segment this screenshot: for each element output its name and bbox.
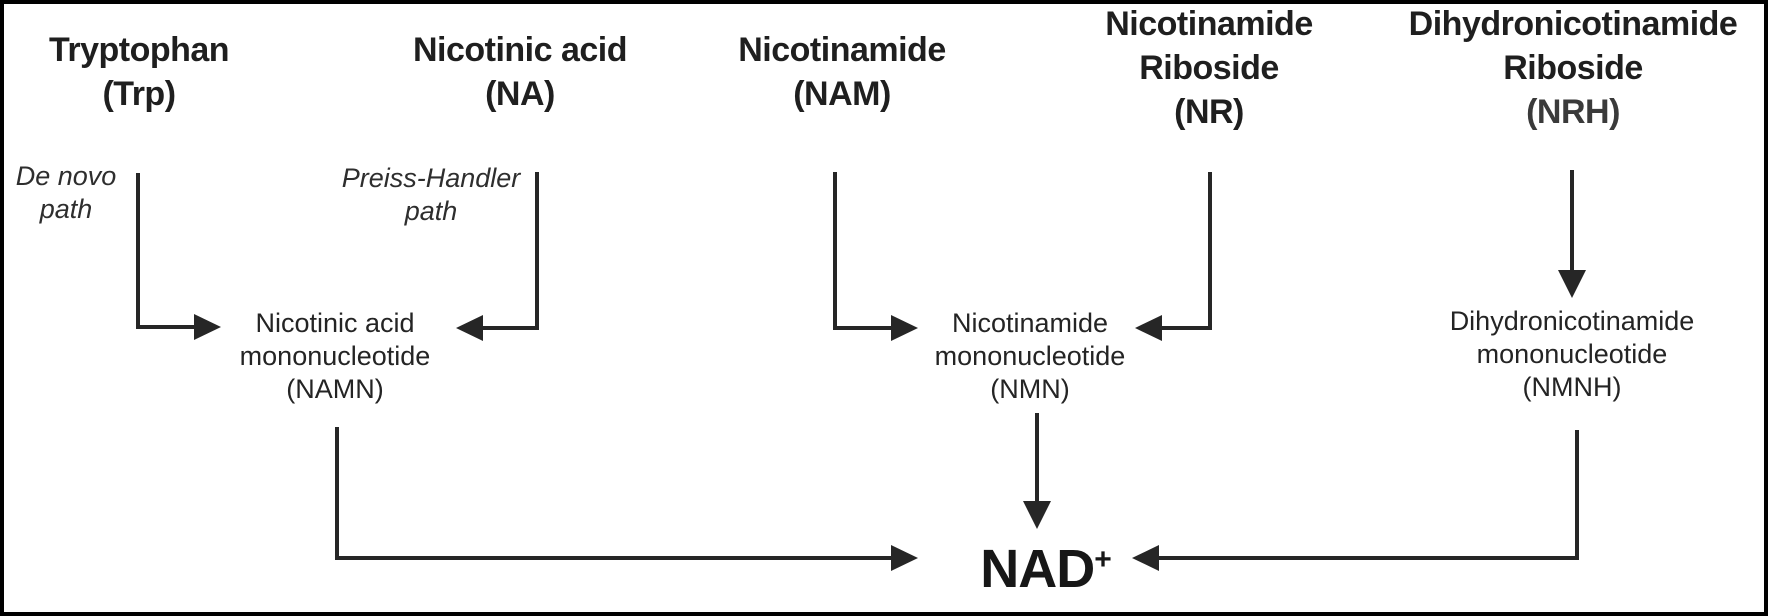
- de-novo-path-label-line2: path: [39, 194, 93, 224]
- arrow-nr-to-nmn-head-icon: [1135, 315, 1162, 341]
- arrow-trp-to-namn-head-icon: [194, 314, 221, 340]
- preiss-handler-path-label-line2: path: [404, 196, 458, 226]
- node-nicotinic-acid: Nicotinic acid (NA): [412, 28, 628, 116]
- node-nmn-abbr: (NMN): [990, 374, 1070, 404]
- arrow-nam-to-nmn-head-icon: [891, 315, 918, 341]
- node-nicotinamide-abbr: (NAM): [793, 75, 891, 113]
- arrow-namn-to-nad-vertical: [335, 427, 339, 560]
- arrow-nr-to-nmn-vertical: [1208, 172, 1212, 330]
- node-nicotinamide-name: Nicotinamide: [738, 31, 946, 69]
- node-dihydronicotinamide-riboside-abbr: (NRH): [1526, 93, 1620, 131]
- node-nmnh-abbr: (NMNH): [1522, 372, 1622, 402]
- node-namn: Nicotinic acid mononucleotide (NAMN): [240, 307, 431, 406]
- node-nicotinamide-riboside-abbr: (NR): [1174, 93, 1244, 131]
- arrow-nrh-to-nmnh-vertical: [1570, 170, 1574, 272]
- node-nmnh-name1: Dihydronicotinamide: [1449, 306, 1695, 336]
- arrow-trp-to-namn-vertical: [136, 173, 140, 329]
- de-novo-path-label-line1: De novo: [15, 161, 117, 191]
- node-namn-name1: Nicotinic acid: [255, 308, 415, 338]
- node-nmnh: Dihydronicotinamide mononucleotide (NMNH…: [1450, 305, 1695, 404]
- arrow-nmnh-to-nad-vertical: [1575, 430, 1579, 560]
- arrow-nam-to-nmn-horizontal: [833, 326, 891, 330]
- node-nmn-name2: mononucleotide: [934, 341, 1126, 371]
- arrow-na-to-namn-vertical: [535, 172, 539, 329]
- arrow-namn-to-nad-horizontal: [335, 556, 891, 560]
- arrow-nmnh-to-nad-head-icon: [1132, 545, 1159, 571]
- arrow-nr-to-nmn-horizontal: [1162, 326, 1212, 330]
- preiss-handler-path-label: Preiss-Handler path: [342, 162, 521, 228]
- arrow-namn-to-nad-head-icon: [891, 545, 918, 571]
- node-nicotinamide-riboside-name2: Riboside: [1139, 49, 1279, 87]
- arrow-nam-to-nmn-vertical: [833, 172, 837, 330]
- node-namn-name2: mononucleotide: [239, 341, 431, 371]
- nad-plus-superscript: +: [1094, 543, 1112, 576]
- node-nmn: Nicotinamide mononucleotide (NMN): [935, 307, 1126, 406]
- node-nicotinamide-riboside: Nicotinamide Riboside (NR): [1105, 2, 1313, 134]
- node-nicotinamide-riboside-name1: Nicotinamide: [1105, 5, 1313, 43]
- node-nicotinic-acid-abbr: (NA): [485, 75, 555, 113]
- arrow-nmnh-to-nad-horizontal: [1159, 556, 1579, 560]
- arrow-na-to-namn-horizontal: [483, 326, 539, 330]
- node-tryptophan: Tryptophan (Trp): [48, 28, 230, 116]
- node-dihydronicotinamide-riboside: Dihydronicotinamide Riboside (NRH): [1409, 2, 1738, 134]
- node-tryptophan-abbr: (Trp): [102, 75, 176, 113]
- node-namn-abbr: (NAMN): [286, 374, 384, 404]
- arrow-nmn-to-nad-vertical: [1035, 413, 1039, 503]
- arrow-nrh-to-nmnh-head-icon: [1558, 270, 1586, 298]
- arrow-trp-to-namn-horizontal: [136, 325, 194, 329]
- preiss-handler-path-label-line1: Preiss-Handler: [341, 163, 521, 193]
- node-nicotinamide: Nicotinamide (NAM): [738, 28, 946, 116]
- node-nmn-name1: Nicotinamide: [951, 308, 1109, 338]
- de-novo-path-label: De novo path: [16, 160, 117, 226]
- node-nicotinic-acid-name: Nicotinic acid: [412, 31, 628, 69]
- node-nad: NAD+: [980, 540, 1112, 598]
- node-dihydronicotinamide-riboside-name2: Riboside: [1503, 49, 1643, 87]
- node-nmnh-name2: mononucleotide: [1476, 339, 1668, 369]
- arrow-nmn-to-nad-head-icon: [1023, 501, 1051, 529]
- node-dihydronicotinamide-riboside-name1: Dihydronicotinamide: [1408, 5, 1738, 43]
- node-tryptophan-name: Tryptophan: [48, 31, 230, 69]
- arrow-na-to-namn-head-icon: [456, 315, 483, 341]
- nad-label: NAD: [980, 539, 1095, 599]
